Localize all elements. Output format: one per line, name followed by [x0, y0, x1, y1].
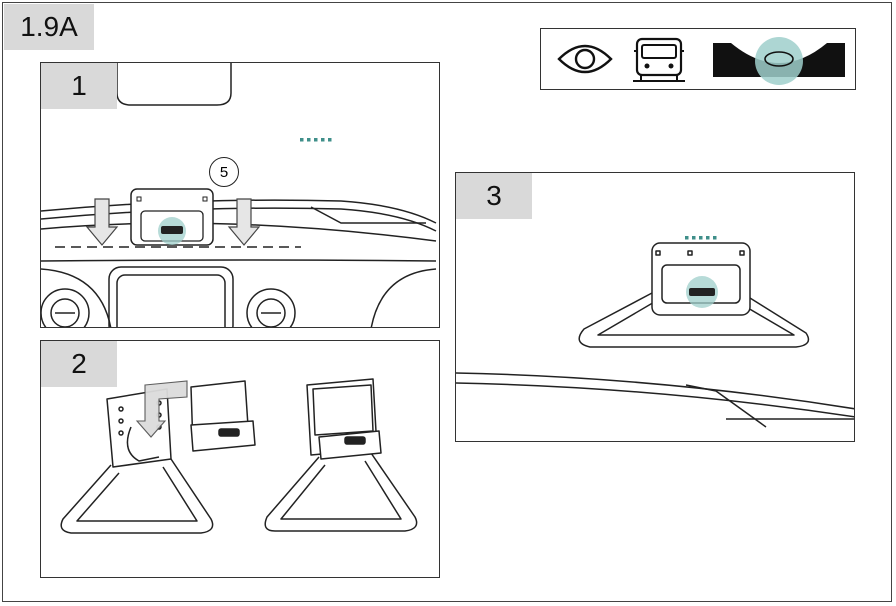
legend-icons: [557, 37, 845, 85]
installed-mount-illustration: [456, 236, 854, 428]
step-1-number: 1: [41, 63, 117, 109]
insert-arrow-icon: [135, 380, 188, 438]
device-mount: [130, 188, 214, 246]
part-callout: 5: [209, 157, 239, 187]
step-3-number: 3: [456, 173, 532, 219]
dashboard-illustration: [41, 63, 437, 327]
vehicle-front-icon: [633, 37, 685, 82]
icon-legend: [540, 28, 856, 90]
step-2-number: 2: [41, 341, 117, 387]
down-arrow-icon: [85, 198, 261, 246]
eye-icon: [557, 44, 613, 74]
accent-dots: [300, 138, 332, 142]
section-label: 1.9A: [4, 4, 94, 50]
step-3-panel: 3: [455, 172, 855, 442]
step-1-panel: 1: [40, 62, 440, 328]
step-2-panel: 2: [40, 340, 440, 578]
accent-dots: [685, 236, 717, 240]
mount-assembly-illustration: [60, 378, 418, 534]
windshield-camera-icon: [713, 37, 845, 85]
